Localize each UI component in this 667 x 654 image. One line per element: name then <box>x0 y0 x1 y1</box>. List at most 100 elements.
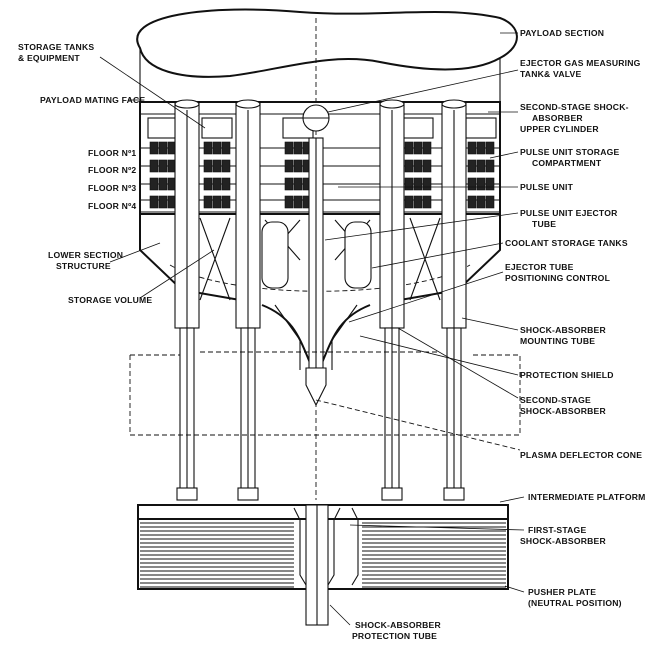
label-first-stage-2: SHOCK-ABSORBER <box>520 536 606 546</box>
pulse-unit-cell <box>422 177 432 191</box>
pulse-unit-cell <box>413 177 423 191</box>
label-ejector-tube-pos: EJECTOR TUBE <box>505 262 574 272</box>
pulse-unit-cell <box>293 177 303 191</box>
first-stage-shock-absorber <box>137 518 509 590</box>
label-intermediate-platform: INTERMEDIATE PLATFORM <box>528 492 646 502</box>
pulse-unit-cell <box>284 195 294 209</box>
shock-absorber-protection-tube <box>293 504 359 626</box>
pulse-unit-cell <box>467 195 477 209</box>
pulse-unit-cell <box>293 159 303 173</box>
pulse-unit-cell <box>485 159 495 173</box>
label-mounting-tube-2: MOUNTING TUBE <box>520 336 595 346</box>
label-pusher-plate-2: (NEUTRAL POSITION) <box>528 598 622 608</box>
pulse-unit-cell <box>149 195 159 209</box>
label-floor-3: FLOOR Nº3 <box>88 183 136 193</box>
label-protection-tube-2: PROTECTION TUBE <box>352 631 437 641</box>
label-second-stage-sa: SECOND-STAGE <box>520 395 591 405</box>
tube-foot <box>443 487 465 501</box>
pulse-unit-cell <box>284 159 294 173</box>
pulse-unit-cell <box>149 177 159 191</box>
lower-section-structure <box>139 214 501 371</box>
pulse-unit-cell <box>422 195 432 209</box>
pulse-unit-cell <box>467 159 477 173</box>
label-second-stage-upper-2: ABSORBER <box>532 113 583 123</box>
pulse-unit-cell <box>203 141 213 155</box>
pulse-unit-cell <box>422 141 432 155</box>
pulse-unit-ejector-tube <box>305 137 327 407</box>
pulse-unit-cell <box>149 141 159 155</box>
label-plasma-cone: PLASMA DEFLECTOR CONE <box>520 450 642 460</box>
label-protection-shield: PROTECTION SHIELD <box>520 370 614 380</box>
storage-tank <box>402 117 434 139</box>
label-lower-section-2: STRUCTURE <box>56 261 111 271</box>
cylinder-cap <box>441 99 467 109</box>
pulse-unit-cell <box>413 195 423 209</box>
label-floor-4: FLOOR Nº4 <box>88 201 136 211</box>
protection-shield-outline <box>129 354 521 436</box>
label-pulse-ejector: PULSE UNIT EJECTOR <box>520 208 618 218</box>
tube-foot <box>381 487 403 501</box>
label-pulse-ejector-2: TUBE <box>532 219 556 229</box>
pulse-unit-cell <box>149 159 159 173</box>
label-lower-section: LOWER SECTION <box>48 250 123 260</box>
pulse-unit-cell <box>293 195 303 209</box>
label-second-stage-upper: SECOND-STAGE SHOCK- <box>520 102 629 112</box>
label-storage-tanks-2: & EQUIPMENT <box>18 53 80 63</box>
storage-tank <box>147 117 179 139</box>
pulse-unit-cell <box>485 177 495 191</box>
pulse-unit-cell <box>476 177 486 191</box>
label-mounting-tube: SHOCK-ABSORBER <box>520 325 606 335</box>
pulse-unit-cell <box>404 177 414 191</box>
pulse-unit-cell <box>413 159 423 173</box>
storage-tank <box>465 117 497 139</box>
pulse-unit-cell <box>413 141 423 155</box>
label-floor-1: FLOOR Nº1 <box>88 148 136 158</box>
pulse-unit-cell <box>203 159 213 173</box>
pulse-unit-cell <box>467 177 477 191</box>
pulse-unit-cell <box>293 141 303 155</box>
label-storage-volume: STORAGE VOLUME <box>68 295 152 305</box>
pulse-unit-cell <box>158 141 168 155</box>
coolant-tank-right <box>344 221 372 289</box>
diagram-labels: PAYLOAD SECTION STORAGE TANKS & EQUIPMEN… <box>18 28 646 641</box>
label-pulse-storage-2: COMPARTMENT <box>532 158 602 168</box>
pulse-unit-cell <box>212 141 222 155</box>
label-first-stage: FIRST-STAGE <box>528 525 586 535</box>
label-ejector-gas-2: TANK& VALVE <box>520 69 581 79</box>
pulse-unit-cell <box>284 141 294 155</box>
pulse-unit-cell <box>476 195 486 209</box>
pulse-unit-cell <box>284 177 294 191</box>
storage-tank <box>201 117 233 139</box>
tube-foot <box>176 487 198 501</box>
pulse-unit-cell <box>221 159 231 173</box>
pulse-unit-cell <box>221 141 231 155</box>
label-pusher-plate: PUSHER PLATE <box>528 587 596 597</box>
pulse-unit-cell <box>158 195 168 209</box>
pulse-unit-cell <box>467 141 477 155</box>
pulse-unit-cell <box>212 177 222 191</box>
pulse-unit-cell <box>212 159 222 173</box>
label-second-stage-sa-2: SHOCK-ABSORBER <box>520 406 606 416</box>
tube-foot <box>237 487 259 501</box>
label-storage-tanks: STORAGE TANKS <box>18 42 94 52</box>
label-payload-mating-face: PAYLOAD MATING FACE <box>40 95 145 105</box>
leader-lines <box>99 32 525 626</box>
pulse-unit-cell <box>404 141 414 155</box>
pulse-unit-cell <box>221 177 231 191</box>
cylinder-cap <box>235 99 261 109</box>
pulse-unit-cell <box>476 159 486 173</box>
label-protection-tube: SHOCK-ABSORBER <box>355 620 441 630</box>
coolant-tank-left <box>261 221 289 289</box>
pulse-unit-cell <box>221 195 231 209</box>
cylinder-cap <box>174 99 200 109</box>
payload-section-outline <box>136 8 518 102</box>
label-payload-section: PAYLOAD SECTION <box>520 28 604 38</box>
label-pulse-storage: PULSE UNIT STORAGE <box>520 147 619 157</box>
pulse-unit-cell <box>476 141 486 155</box>
label-ejector-tube-pos-2: POSITIONING CONTROL <box>505 273 610 283</box>
pulse-unit-cell <box>158 177 168 191</box>
pulse-unit-cell <box>422 159 432 173</box>
pulse-unit-cell <box>203 177 213 191</box>
